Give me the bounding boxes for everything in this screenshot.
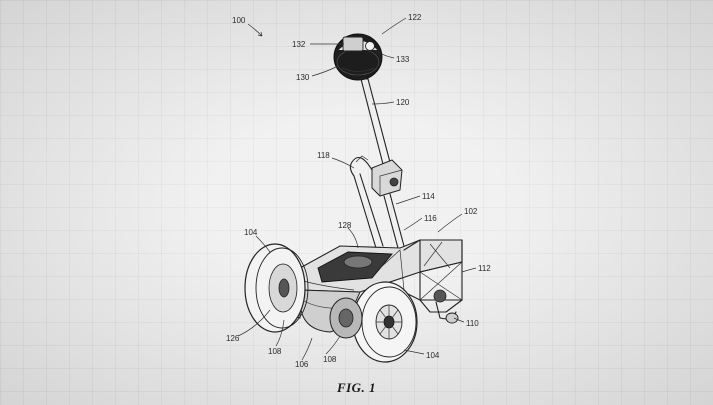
ref-hub: 126 — [226, 334, 240, 343]
ref-mast: 120 — [396, 98, 410, 107]
ref-caster: 110 — [466, 319, 479, 328]
head-sphere — [333, 33, 383, 81]
ref-motor-left: 108 — [268, 347, 282, 356]
head-camera — [365, 41, 375, 51]
mast-pole — [360, 78, 392, 169]
ref-base: 106 — [295, 360, 309, 369]
ref-caster-mount: 112 — [478, 264, 491, 273]
ref-head-screen: 132 — [292, 40, 306, 49]
ref-chassis: 102 — [464, 207, 478, 216]
head-screen — [342, 36, 364, 52]
ref-handle: 118 — [317, 151, 330, 160]
ref-head: 122 — [408, 13, 422, 22]
leader-lines — [237, 17, 477, 361]
reference-numerals: 100 122 132 133 130 120 118 114 116 102 … — [226, 13, 491, 369]
handle-collar — [349, 155, 403, 197]
ref-wheel-left: 104 — [244, 228, 258, 237]
ref-body-top: 128 — [338, 221, 352, 230]
ref-frame-bracket: 116 — [424, 214, 437, 223]
support-arms — [353, 173, 405, 249]
ref-head-sphere: 130 — [296, 73, 310, 82]
ref-device: 100 — [232, 16, 246, 25]
ref-motor-right: 108 — [323, 355, 337, 364]
right-wheel — [329, 281, 418, 363]
ref-support-arm: 114 — [422, 192, 435, 201]
left-wheel — [244, 243, 309, 333]
figure-caption: FIG. 1 — [336, 380, 377, 395]
ref-head-camera: 133 — [396, 55, 410, 64]
ref-wheel-right: 104 — [426, 351, 440, 360]
